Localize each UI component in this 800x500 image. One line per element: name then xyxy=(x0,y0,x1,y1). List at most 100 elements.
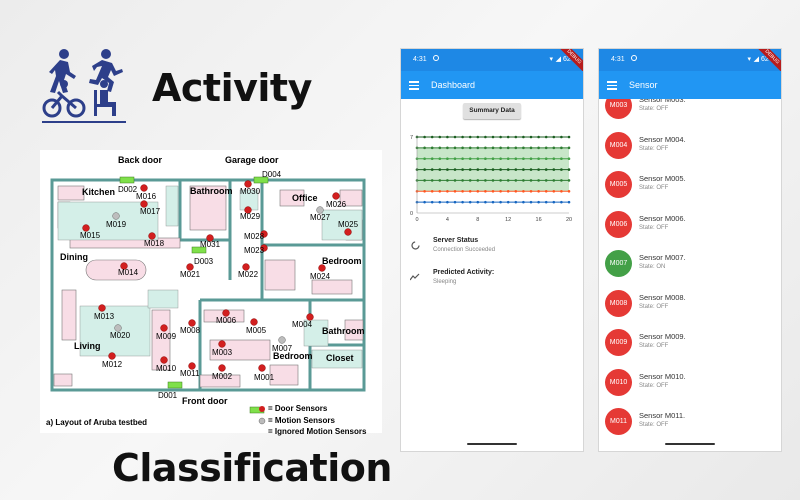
sensor-state: State: ON xyxy=(639,264,666,270)
motion-sensor-m020 xyxy=(114,324,122,332)
chart-point xyxy=(552,146,556,150)
motion-sensor-m001 xyxy=(258,364,266,372)
predicted-activity-title: Predicted Activity: xyxy=(433,269,495,276)
activity-title: Activity xyxy=(152,66,312,110)
signal-icon: ◢ xyxy=(555,56,561,63)
chart-point xyxy=(514,146,518,150)
garage-door-label: Garage door xyxy=(225,155,279,165)
status-app-icon xyxy=(631,55,637,61)
sensor-name: Sensor M008. xyxy=(639,292,686,302)
room-bathroom-2: Bathroom xyxy=(322,326,365,336)
label-m031: M031 xyxy=(200,240,221,249)
chart-point xyxy=(560,168,563,171)
label-m002: M002 xyxy=(212,372,233,381)
chart-point xyxy=(461,189,464,193)
motion-sensor-m026 xyxy=(332,192,340,200)
wifi-icon: ▾ xyxy=(747,56,751,63)
status-app-icon xyxy=(433,55,439,61)
motion-sensor-m030 xyxy=(244,180,252,188)
chart-point xyxy=(537,189,540,193)
chart-point xyxy=(476,179,480,182)
legend-door-text: = Door Sensors xyxy=(268,404,328,413)
label-m017: M017 xyxy=(140,207,161,216)
sensor-avatar: M006 xyxy=(605,210,632,238)
chart-point xyxy=(552,157,556,161)
motion-sensor-m019 xyxy=(112,212,120,220)
nav-bar xyxy=(401,439,583,451)
sensor-name: Sensor M011. xyxy=(639,411,686,420)
door-sensor-d001 xyxy=(167,381,183,389)
home-indicator[interactable] xyxy=(467,443,517,445)
chart-point xyxy=(453,157,457,161)
sensor-avatar: M005 xyxy=(605,171,632,198)
chart-point xyxy=(468,200,472,204)
predicted-activity-value: Sleeping xyxy=(433,279,457,285)
chart-point xyxy=(461,200,464,204)
chart-point xyxy=(499,135,502,139)
activity-icons xyxy=(42,46,126,124)
trending-icon xyxy=(409,268,420,281)
chart-point xyxy=(522,135,525,139)
status-time: 4:31 xyxy=(413,56,427,63)
chart-point xyxy=(544,189,548,193)
chart-point xyxy=(423,200,426,204)
sensor-state: State: OFF xyxy=(639,224,669,231)
label-m023: M023 xyxy=(244,246,265,255)
motion-sensor-m002 xyxy=(218,364,226,372)
chart-point xyxy=(453,135,457,139)
chart-point xyxy=(506,157,510,161)
chart-point xyxy=(552,135,556,139)
chart-point xyxy=(514,179,518,182)
classification-title: Classification xyxy=(112,446,392,490)
sensor-name: Sensor M010. xyxy=(639,371,686,381)
motion-sensor-m021 xyxy=(186,263,194,271)
chart-point xyxy=(438,146,442,150)
app-title: Sensor xyxy=(629,80,658,90)
sensor-state: State: OFF xyxy=(639,106,669,112)
motion-sensor-m014 xyxy=(120,262,128,270)
chart-point xyxy=(522,189,525,193)
motion-sensor-m009 xyxy=(160,324,168,332)
chart-point xyxy=(491,179,495,182)
motion-sensor-m005 xyxy=(250,318,258,326)
chart-point xyxy=(544,146,548,150)
motion-sensor-m003 xyxy=(218,340,226,348)
sensor-avatar: M011 xyxy=(605,408,632,435)
chart-x-tick: 20 xyxy=(566,217,572,223)
motion-sensor-m018 xyxy=(148,232,156,240)
chart-x-tick: 0 xyxy=(415,217,418,223)
chart-point xyxy=(544,200,548,204)
door-sensor-d004 xyxy=(253,176,269,184)
chart-point xyxy=(567,179,571,182)
chart-point xyxy=(430,168,434,171)
chart-point xyxy=(514,135,518,139)
menu-icon[interactable] xyxy=(409,81,419,90)
label-m003: M003 xyxy=(212,348,233,357)
cycling-icon xyxy=(42,80,86,118)
room-kitchen: Kitchen xyxy=(82,187,116,197)
label-m009: M009 xyxy=(156,332,177,341)
sensor-name: Sensor M009. xyxy=(639,332,686,341)
home-indicator[interactable] xyxy=(665,443,715,445)
running-icon xyxy=(89,49,123,92)
chart-point xyxy=(529,179,533,182)
back-door-label: Back door xyxy=(118,155,163,165)
label-m004: M004 xyxy=(292,320,313,329)
chart-point xyxy=(560,157,563,161)
chart-point xyxy=(560,189,563,193)
chart-point xyxy=(552,189,556,193)
room-bedroom-upper: Bedroom xyxy=(322,256,362,266)
chart-point xyxy=(499,146,502,150)
chart-point xyxy=(529,200,533,204)
chart-point xyxy=(499,157,502,161)
chart-point xyxy=(461,168,464,171)
motion-sensor-m012 xyxy=(108,352,116,360)
chart-point xyxy=(453,189,457,193)
menu-icon[interactable] xyxy=(607,81,617,90)
chart-point xyxy=(438,189,442,193)
chart-x-tick: 4 xyxy=(446,217,449,223)
summary-data-button[interactable]: Summary Data xyxy=(463,103,521,119)
